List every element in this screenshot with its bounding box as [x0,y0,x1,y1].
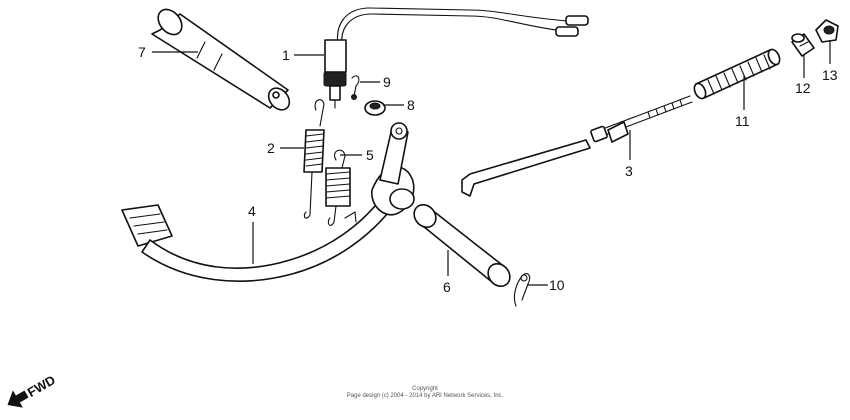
callout-8: 8 [407,97,415,113]
callout-3: 3 [625,163,633,179]
callout-1: 1 [282,47,290,63]
part-3-brake-rod[interactable] [461,95,693,197]
fwd-indicator: FWD [7,372,58,408]
callout-9: 9 [383,74,391,90]
part-10-cotter-pin[interactable] [513,273,531,307]
callouts: 1 2 3 4 5 6 7 8 9 10 11 12 13 [138,40,838,295]
part-13-adjusting-nut[interactable] [815,19,839,43]
copyright-notice: Copyright Page design (c) 2004 - 2014 by… [250,386,600,400]
callout-5: 5 [366,147,374,163]
fwd-arrow-icon [7,390,29,408]
part-12-joint[interactable] [791,33,815,57]
callout-10: 10 [549,277,565,293]
part-1-stop-switch[interactable] [323,7,589,109]
part-11-spring[interactable] [692,48,782,101]
part-8-nut[interactable] [364,100,386,116]
part-9-hook[interactable] [351,75,360,100]
part-2-spring[interactable] [303,99,325,219]
callout-4: 4 [248,203,256,219]
callout-12: 12 [795,80,811,96]
part-4-brake-pedal[interactable] [121,122,415,282]
copyright-line-1: Copyright [412,386,438,392]
part-6-collar[interactable] [410,200,515,290]
callout-6: 6 [443,279,451,295]
callout-7: 7 [138,44,146,60]
part-7-pivot-shaft[interactable] [151,5,294,114]
copyright-line-2: Page design (c) 2004 - 2014 by ARI Netwo… [346,393,504,399]
fwd-label: FWD [25,372,58,400]
callout-2: 2 [267,140,275,156]
part-5-spring[interactable] [325,149,351,226]
callout-11: 11 [735,113,750,129]
callout-13: 13 [822,67,838,83]
